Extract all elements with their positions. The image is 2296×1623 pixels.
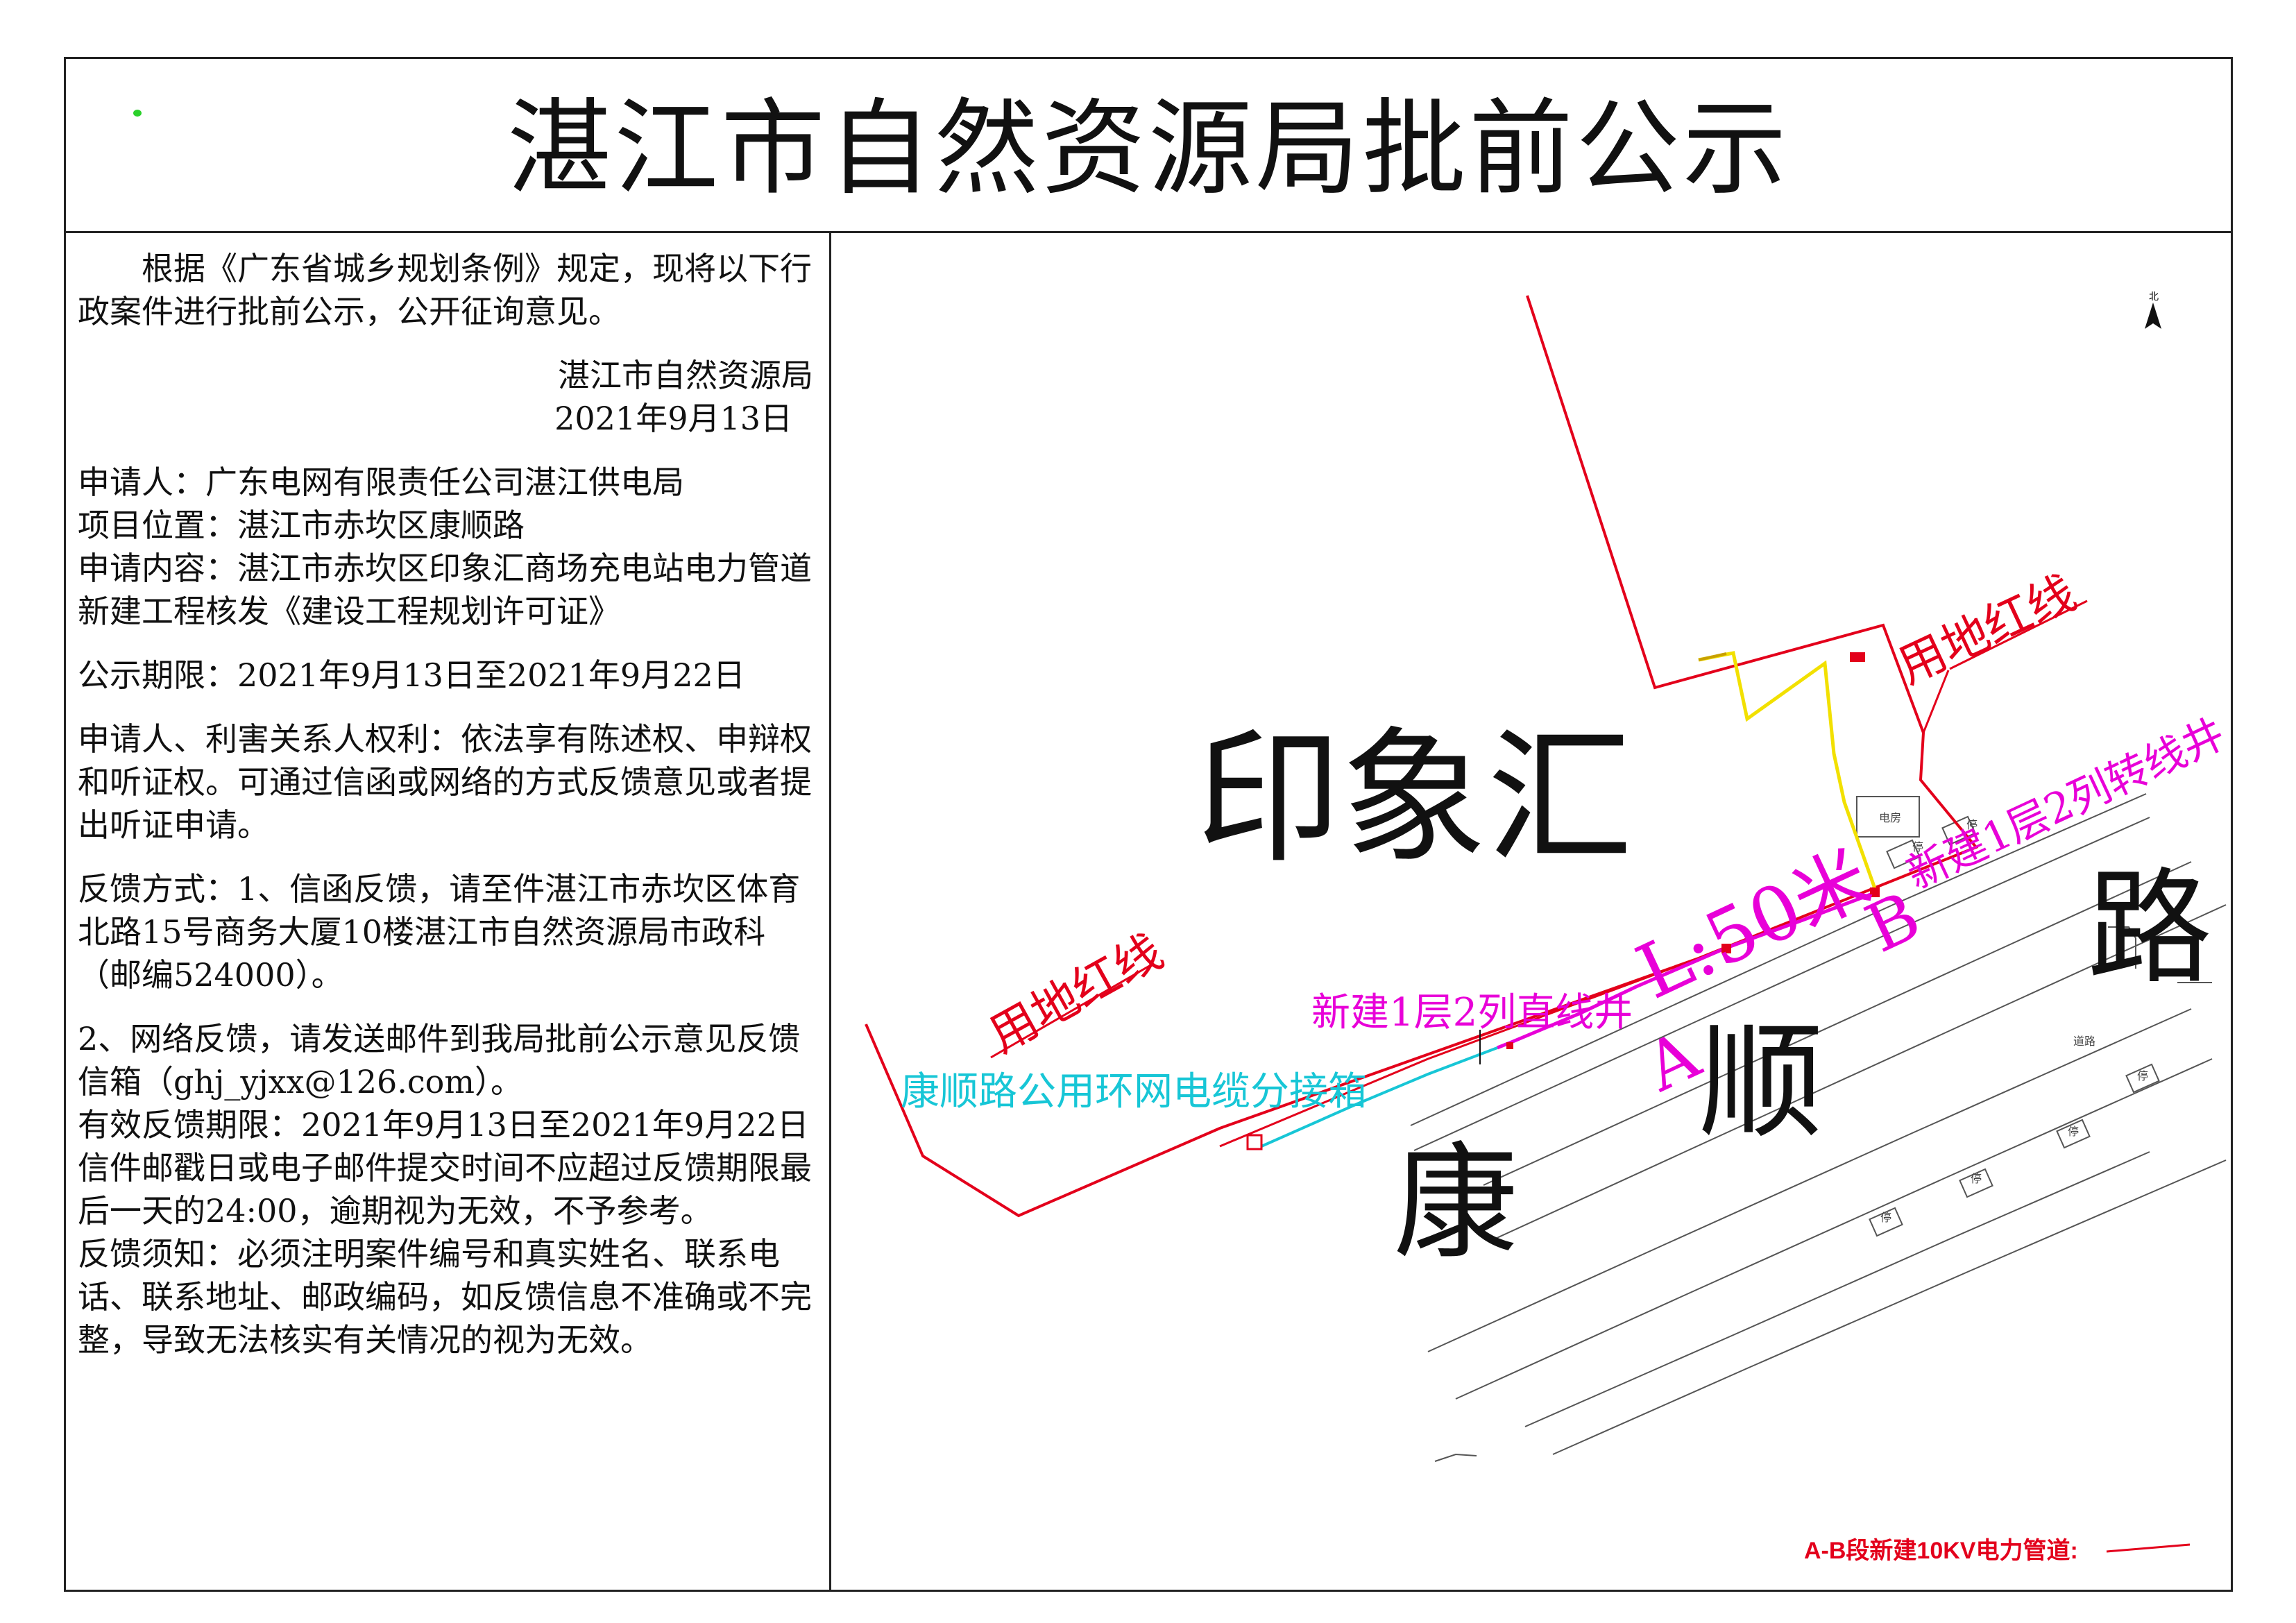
notice-requirements: 反馈须知：必须注明案件编号和真实姓名、联系电话、联系地址、邮政编码，如反馈信息不… [78, 1235, 812, 1359]
notice-period: 公示期限：2021年9月13日至2021年9月22日 [78, 656, 745, 694]
road-char-lu: 路 [2087, 856, 2212, 1001]
yellow-cable-route [1698, 651, 1878, 893]
land-redline [865, 295, 1979, 1218]
notice-content: 申请内容：湛江市赤坎区印象汇商场充电站电力管道新建工程核发《建设工程规划许可证》 [78, 550, 812, 630]
notice-intro: 根据《广东省城乡规划条例》规定，现将以下行政案件进行批前公示，公开征询意见。 [78, 250, 812, 330]
notice-rights: 申请人、利害关系人权利：依法享有陈述权、申辩权和听证权。可通过信函或网络的方式反… [78, 720, 812, 844]
notice-location: 项目位置：湛江市赤坎区康顺路 [78, 507, 525, 544]
parking-label-6: 停 [1880, 1212, 1891, 1224]
source-marker [1850, 652, 1865, 662]
parking-label-5: 停 [1971, 1173, 1982, 1185]
cable-box-label: 康顺路公用环网电缆分接箱 [901, 1069, 1367, 1114]
redline-leader-right [1922, 670, 1950, 733]
road-edges [1410, 793, 2227, 1462]
pipe-to-cable-box [1261, 1046, 1498, 1148]
power-room [1856, 796, 1920, 838]
notice-feedback-letter: 反馈方式：1、信函反馈，请至件湛江市赤坎区体育北路15号商务大厦10楼湛江市自然… [78, 870, 801, 994]
straight-well-label: 新建1层2列直线井 [1311, 990, 1633, 1035]
north-label: 北 [2149, 291, 2159, 302]
well-b-marker [1870, 887, 1880, 897]
notice-valid-period: 有效反馈期限：2021年9月13日至2021年9月22日 [78, 1106, 809, 1144]
road-small-label: 道路 [2073, 1035, 2095, 1048]
page-title: 湛江市自然资源局批前公示 [507, 89, 1789, 210]
marker-dot [133, 110, 142, 117]
notice-panel: 根据《广东省城乡规划条例》规定，现将以下行政案件进行批前公示，公开征询意见。 湛… [78, 247, 827, 1361]
power-room-label: 电房 [1879, 812, 1901, 824]
redline-inner [1219, 957, 1699, 1148]
redline-label-left: 用地红线 [980, 924, 1172, 1064]
notice-deadline: 信件邮戳日或电子邮件提交时间不应超过反馈期限最后一天的24:00，逾期视为无效，… [78, 1149, 812, 1230]
map-small-labels: 电房 停 停 道路 停 停 停 停 [1879, 812, 2148, 1224]
well-a-marker [1506, 1042, 1513, 1049]
site-map: 电房 停 停 道路 停 停 停 停 北 印 [831, 233, 2233, 1592]
site-name-label: 印象汇 [1196, 713, 1633, 883]
redline-label-right: 用地红线 [1890, 566, 2084, 695]
parking-label-2: 停 [1966, 819, 1978, 831]
notice-feedback-email: 2、网络反馈，请发送邮件到我局批前公示意见反馈信箱（ghj_yjxx@126.c… [78, 1020, 801, 1101]
panel-divider [829, 233, 831, 1592]
parking-label-1: 停 [1912, 841, 1923, 853]
drawing-frame [64, 57, 2233, 1592]
parking-label-3: 停 [2137, 1070, 2148, 1082]
title-bar: 湛江市自然资源局批前公示 [64, 57, 2233, 233]
notice-date: 2021年9月13日 [554, 400, 792, 437]
legend-line [2106, 1543, 2191, 1553]
cable-box-marker [1246, 1134, 1263, 1150]
site-map-svg: 电房 停 停 道路 停 停 停 停 北 印 [865, 291, 2232, 1564]
north-arrow-icon: 北 [2145, 291, 2161, 329]
parking-label-4: 停 [2068, 1125, 2079, 1138]
pipe-length-label: L:50米 [1624, 834, 1883, 1017]
well-mid-marker [1721, 944, 1731, 953]
road-char-shun: 顺 [1699, 1010, 1823, 1155]
notice-applicant: 申请人：广东电网有限责任公司湛江供电局 [78, 464, 684, 501]
legend-text: A-B段新建10KV电力管道: [1804, 1537, 2078, 1564]
redline-underline-left [990, 963, 1153, 1059]
notice-issuer: 湛江市自然资源局 [558, 357, 813, 394]
road-char-kang: 康 [1393, 1131, 1518, 1276]
redline-underline-right [1949, 600, 2088, 670]
